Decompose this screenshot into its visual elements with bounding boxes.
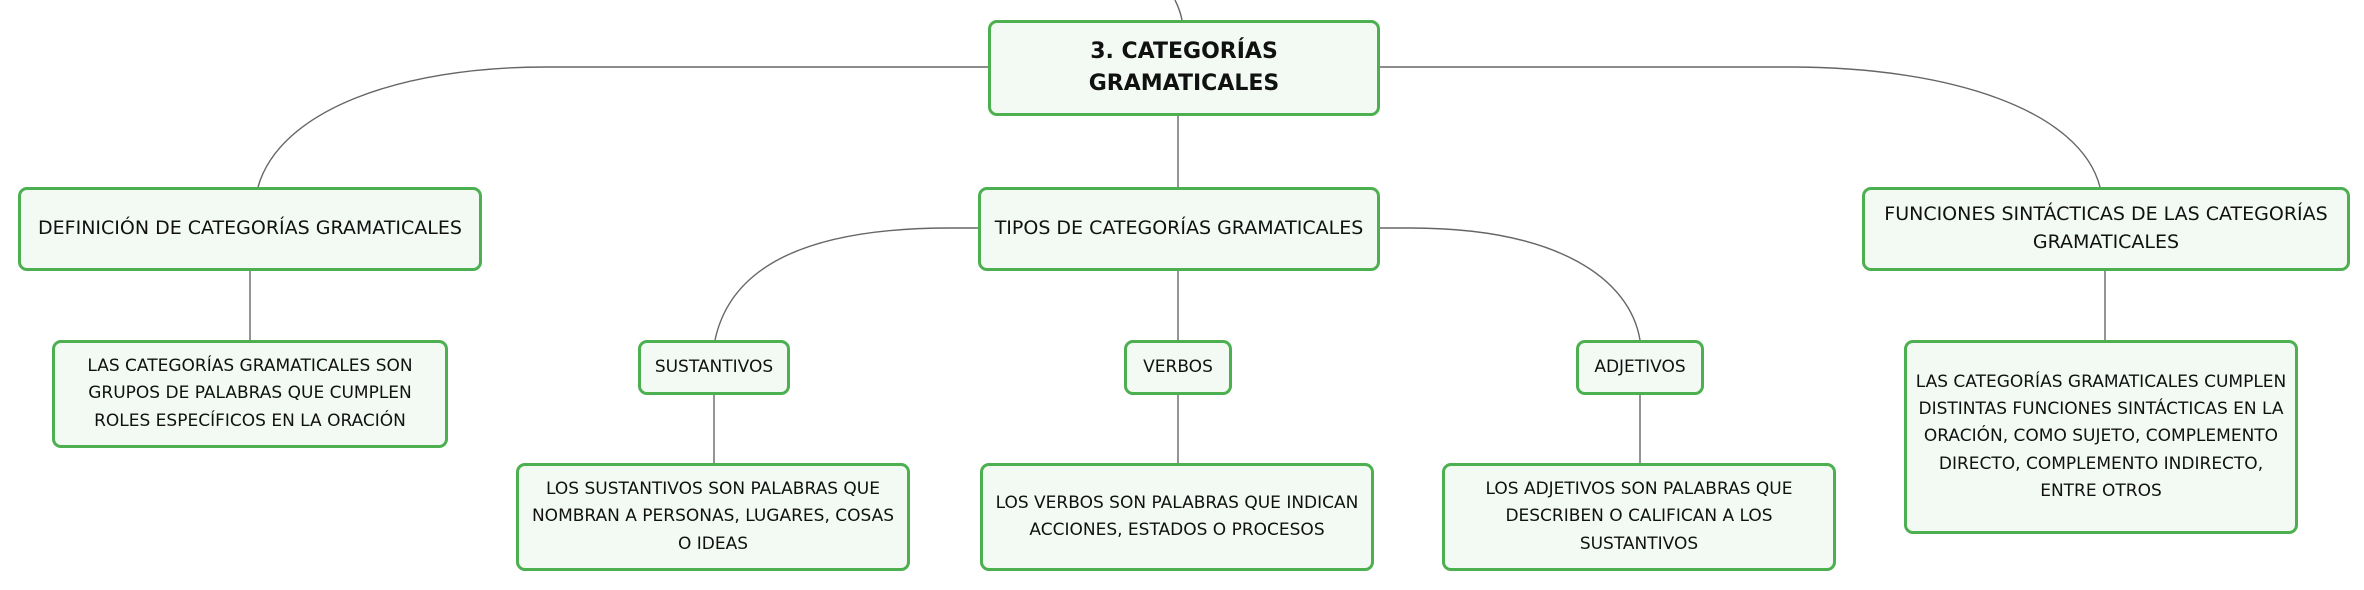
node-tipos-label: TIPOS DE CATEGORÍAS GRAMATICALES [994, 217, 1364, 240]
node-sustantivos-label: SUSTANTIVOS [654, 357, 774, 378]
node-verbos[interactable]: VERBOS [1124, 340, 1232, 395]
connector-tipos-adjetivos [1377, 227, 1641, 341]
root-node[interactable]: 3. CATEGORÍAS GRAMATICALES [988, 20, 1380, 116]
node-sustantivos-detail[interactable]: LOS SUSTANTIVOS SON PALABRAS QUE NOMBRAN… [516, 463, 910, 571]
node-funciones[interactable]: FUNCIONES SINTÁCTICAS DE LAS CATEGORÍAS … [1862, 187, 2350, 271]
node-definicion-detail[interactable]: LAS CATEGORÍAS GRAMATICALES SON GRUPOS D… [52, 340, 448, 448]
connector-root-definicion [257, 66, 990, 188]
connector-tipos-sustantivos [714, 227, 978, 341]
node-verbos-detail[interactable]: LOS VERBOS SON PALABRAS QUE INDICAN ACCI… [980, 463, 1374, 571]
node-funciones-detail-text: LAS CATEGORÍAS GRAMATICALES CUMPLEN DIST… [1915, 372, 2287, 501]
node-verbos-label: VERBOS [1143, 357, 1213, 378]
node-adjetivos-detail-text: LOS ADJETIVOS SON PALABRAS QUE DESCRIBEN… [1485, 479, 1793, 554]
node-funciones-detail[interactable]: LAS CATEGORÍAS GRAMATICALES CUMPLEN DIST… [1904, 340, 2298, 534]
root-node-label: 3. CATEGORÍAS GRAMATICALES [1088, 39, 1280, 96]
node-adjetivos[interactable]: ADJETIVOS [1576, 340, 1704, 395]
connector-root-parent [1174, 0, 1183, 21]
node-adjetivos-label: ADJETIVOS [1594, 357, 1686, 378]
node-definicion[interactable]: DEFINICIÓN DE CATEGORÍAS GRAMATICALES [18, 187, 482, 271]
connector-root-funciones [1374, 66, 2101, 188]
node-definicion-detail-text: LAS CATEGORÍAS GRAMATICALES SON GRUPOS D… [87, 356, 413, 431]
node-verbos-detail-text: LOS VERBOS SON PALABRAS QUE INDICAN ACCI… [995, 492, 1359, 540]
node-sustantivos-detail-text: LOS SUSTANTIVOS SON PALABRAS QUE NOMBRAN… [531, 479, 895, 554]
node-funciones-label: FUNCIONES SINTÁCTICAS DE LAS CATEGORÍAS … [1884, 203, 2328, 253]
node-sustantivos[interactable]: SUSTANTIVOS [638, 340, 790, 395]
node-tipos[interactable]: TIPOS DE CATEGORÍAS GRAMATICALES [978, 187, 1380, 271]
node-definicion-label: DEFINICIÓN DE CATEGORÍAS GRAMATICALES [38, 217, 462, 240]
node-adjetivos-detail[interactable]: LOS ADJETIVOS SON PALABRAS QUE DESCRIBEN… [1442, 463, 1836, 571]
